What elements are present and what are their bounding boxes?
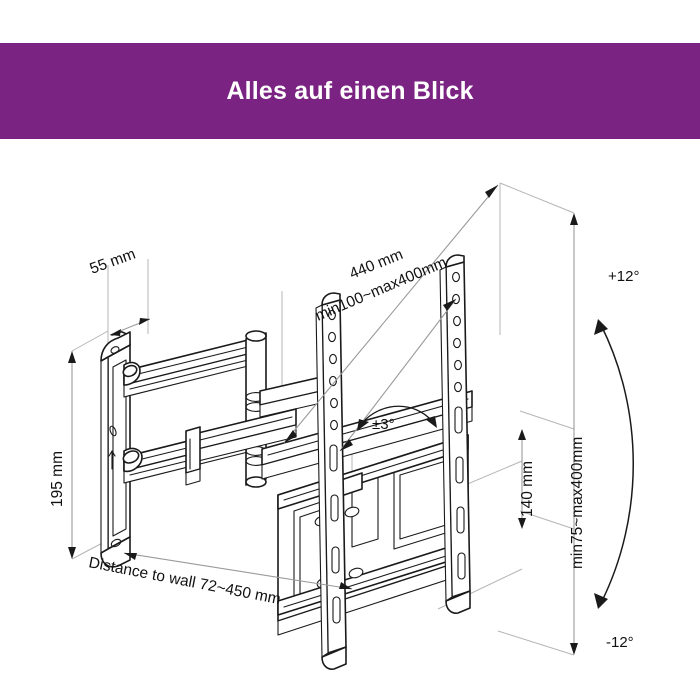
angle-tilt-down-label: -12° [606, 634, 634, 651]
upper-arm [123, 338, 253, 398]
dimension-depth-label: 55 mm [88, 246, 138, 278]
angle-roll-label: ±3° [372, 416, 395, 433]
mount-diagram-svg: 55 mm 195 mm 440 mm min100~max400mm [49, 182, 639, 670]
mount-crossbar [261, 390, 473, 480]
dimension-rail-spacing: 140 mm [518, 429, 536, 529]
angle-tilt-indicator: +12° -12° [594, 268, 639, 651]
pivot-joint-lower [122, 447, 143, 473]
angle-tilt-up-label: +12° [608, 268, 639, 285]
dimension-vesa-height: min75~max400mm [569, 213, 586, 655]
angle-roll-indicator: ±3° [357, 405, 437, 433]
vesa-rail-left [315, 292, 347, 670]
dimension-plate-height-label: 195 mm [49, 451, 66, 507]
dimension-vesa-height-label: min75~max400mm [569, 437, 586, 569]
arm-clamp-block [185, 426, 201, 486]
technical-drawing: 55 mm 195 mm 440 mm min100~max400mm [0, 139, 700, 700]
vesa-rail-right [439, 254, 471, 614]
dimension-rail-spacing-label: 140 mm [519, 461, 536, 517]
dimension-plate-height: 195 mm [49, 351, 76, 559]
dimension-depth: 55 mm [88, 246, 151, 336]
page-title: Alles auf einen Blick [226, 76, 474, 105]
pivot-joint-upper [122, 361, 141, 386]
header-banner: Alles auf einen Blick [0, 43, 700, 139]
